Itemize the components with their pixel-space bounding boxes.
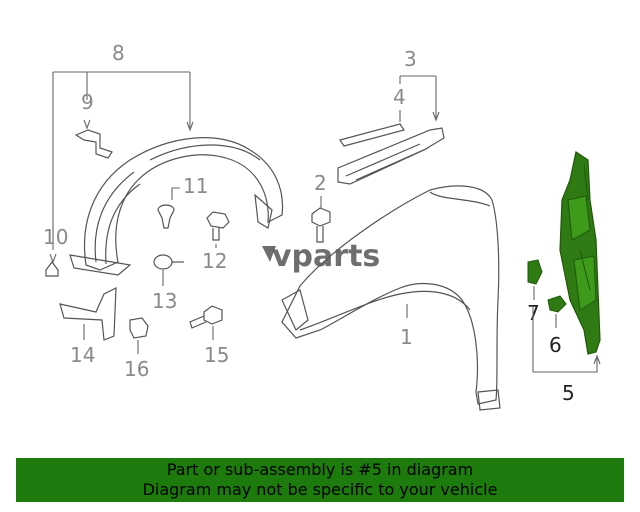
part-6-clip-highlight: 6 [547, 295, 567, 357]
callout-label-8: 8 [112, 41, 125, 65]
part-5-fender-seal-highlight [559, 151, 601, 355]
callout-label-9: 9 [81, 90, 94, 114]
callout-label-3: 3 [404, 47, 417, 71]
callout-8-group: 8 [49, 41, 194, 264]
callout-label-4: 4 [393, 85, 406, 109]
banner-line-2: Diagram may not be specific to your vehi… [142, 480, 498, 499]
part-11-push-clip: 11 [157, 174, 208, 229]
part-13-clip: 13 [152, 254, 184, 313]
watermark-text: vparts [272, 239, 380, 274]
callout-label-2: 2 [314, 171, 327, 195]
parts-diagram: 8 9 10 11 12 13 [43, 41, 601, 411]
callout-label-10: 10 [43, 225, 68, 249]
callout-label-16: 16 [124, 357, 149, 381]
part-10-clip: 10 [43, 225, 68, 277]
vparts-logo-icon [262, 246, 276, 262]
vparts-watermark: vparts [262, 239, 380, 274]
part-9-clip: 9 [74, 90, 113, 159]
callout-label-13: 13 [152, 289, 177, 313]
info-banner: Part or sub-assembly is #5 in diagram Di… [16, 458, 624, 502]
callout-label-11: 11 [183, 174, 208, 198]
callout-label-15: 15 [204, 343, 229, 367]
part-2-bolt: 2 [311, 171, 331, 243]
callout-label-6: 6 [549, 333, 562, 357]
callout-label-12: 12 [202, 249, 227, 273]
callout-label-5: 5 [562, 381, 575, 405]
callout-label-1: 1 [400, 325, 413, 349]
part-12-bolt: 12 [202, 211, 230, 273]
part-14-bracket: 14 [59, 287, 117, 367]
part-3-4-seals: 3 4 [337, 47, 445, 185]
callout-label-14: 14 [70, 343, 95, 367]
part-15-bolt: 15 [189, 305, 229, 367]
part-16-nut: 16 [124, 317, 149, 381]
part-1-front-fender: 1 [281, 185, 501, 411]
part-8-fender-liner [69, 137, 284, 276]
callout-5-group: 5 [532, 306, 601, 405]
part-7-clip-highlight: 7 [527, 259, 543, 325]
banner-line-1: Part or sub-assembly is #5 in diagram [166, 460, 474, 479]
